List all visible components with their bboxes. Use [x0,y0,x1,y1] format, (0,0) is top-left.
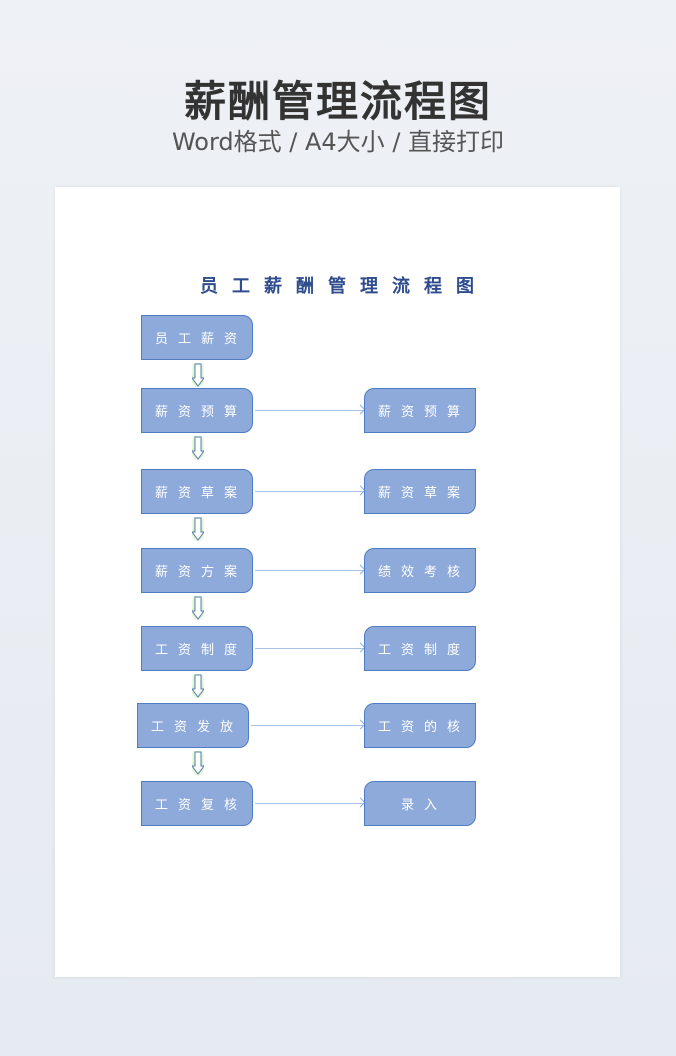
connector-arrow [251,725,364,726]
document-page [55,187,620,977]
connector-arrow [255,491,364,492]
flow-step-right: 薪资预算 [364,388,476,433]
document-title: 员工薪酬管理流程图 [200,276,488,297]
flow-step-left: 薪资方案 [141,548,253,593]
flow-step-right: 录入 [364,781,476,826]
connector-arrow [255,410,364,411]
flow-step-right: 绩效考核 [364,548,476,593]
flow-step-left: 薪资草案 [141,469,253,514]
down-arrow-icon [192,517,204,541]
flow-step-right: 工资的核 [364,703,476,748]
down-arrow-icon [192,751,204,775]
flow-step-right: 工资制度 [364,626,476,671]
down-arrow-icon [192,363,204,387]
flow-step-left: 员工薪资 [141,315,253,360]
down-arrow-icon [192,436,204,460]
flow-step-left: 薪资预算 [141,388,253,433]
flow-step-left: 工资制度 [141,626,253,671]
flow-step-right: 薪资草案 [364,469,476,514]
header-title: 薪酬管理流程图 [183,77,492,126]
flow-step-left: 工资发放 [137,703,249,748]
down-arrow-icon [192,596,204,620]
flow-step-left: 工资复核 [141,781,253,826]
down-arrow-icon [192,674,204,698]
connector-arrow [255,570,364,571]
connector-arrow [255,648,364,649]
header-subtitle: Word格式 / A4大小 / 直接打印 [171,128,505,156]
connector-arrow [255,803,364,804]
